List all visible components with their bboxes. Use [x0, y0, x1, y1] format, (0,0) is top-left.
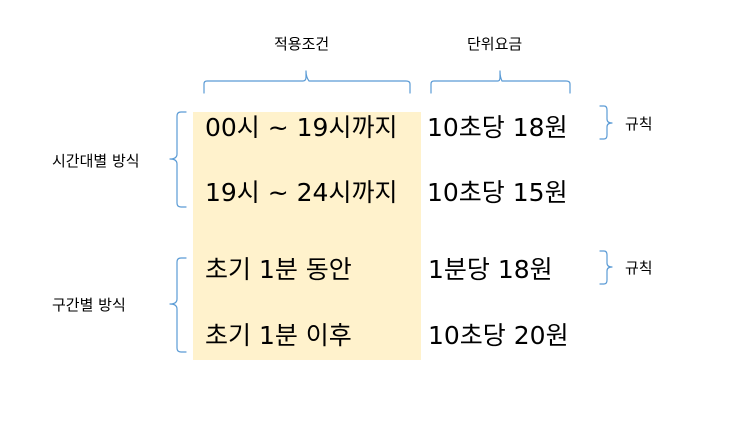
time-based-rule-brace	[599, 105, 613, 140]
condition-cell: 00시 ~ 19시까지	[205, 113, 398, 142]
condition-cell: 19시 ~ 24시까지	[205, 178, 398, 207]
interval-based-rule-brace	[599, 250, 613, 285]
rule-label: 규칙	[625, 259, 653, 277]
interval-based-group-brace	[169, 257, 187, 353]
condition-cell: 초기 1분 이후	[205, 321, 352, 350]
interval-based-method-label: 구간별 방식	[52, 296, 126, 314]
condition-cell: 초기 1분 동안	[205, 255, 352, 284]
price-cell: 10초당 18원	[427, 113, 568, 142]
condition-header: 적용조건	[274, 35, 330, 53]
time-based-group-brace	[169, 111, 187, 208]
price-cell: 10초당 20원	[428, 321, 569, 350]
unit-price-header: 단위요금	[467, 35, 523, 53]
unit-price-header-brace	[430, 70, 571, 94]
price-cell: 10초당 15원	[427, 178, 568, 207]
price-cell: 1분당 18원	[428, 255, 553, 284]
time-based-method-label: 시간대별 방식	[52, 152, 140, 170]
condition-highlight-box	[193, 112, 421, 360]
condition-header-brace	[203, 70, 411, 94]
rule-label: 규칙	[625, 115, 653, 133]
